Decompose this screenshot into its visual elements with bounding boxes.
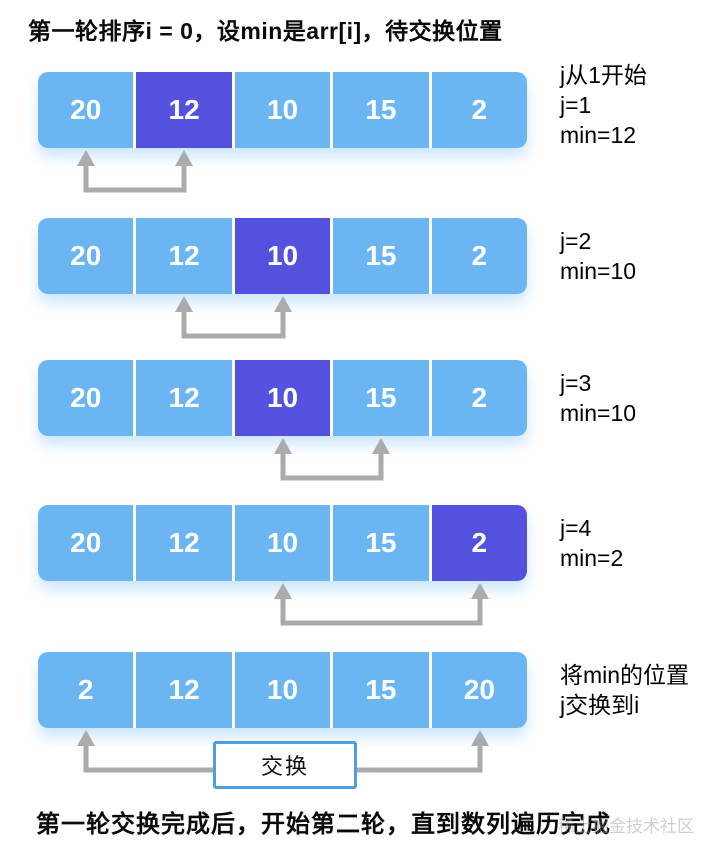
comparison-arrow [77, 150, 193, 193]
step-note-line: j交换到i [560, 692, 640, 718]
arrowhead-up-icon [372, 438, 390, 454]
array-cell: 20 [38, 218, 134, 294]
array-cell: 2 [38, 652, 134, 728]
array-cell: 2 [431, 218, 528, 294]
array-cell: 20 [38, 505, 134, 581]
step-note-line: min=2 [560, 545, 624, 571]
array-cell: 15 [333, 218, 429, 294]
arrowhead-up-icon [471, 730, 489, 746]
arrowhead-up-icon [274, 583, 292, 599]
array-cell-highlighted: 2 [431, 505, 528, 581]
array-cell: 15 [333, 652, 429, 728]
step-note: j从1开始 j=1 min=12 [560, 60, 647, 150]
step-note: j=2 min=10 [560, 226, 636, 286]
array-cell: 10 [234, 72, 331, 148]
arrowhead-up-icon [274, 296, 292, 312]
array-cell: 20 [38, 72, 134, 148]
step-note: 将min的位置 j交换到i [560, 660, 689, 720]
step-note-line: 将min的位置 [560, 662, 690, 688]
array-cell-highlighted: 10 [234, 360, 331, 436]
array-cell: 10 [234, 652, 331, 728]
step-note-line: min=10 [560, 258, 637, 284]
arrowhead-up-icon [175, 296, 193, 312]
step-note-line: j=3 [560, 370, 592, 396]
arrowhead-up-icon [77, 150, 95, 166]
arrowhead-up-icon [77, 730, 95, 746]
step-note-line: min=12 [560, 122, 637, 148]
step-note-line: j=4 [560, 515, 592, 541]
array-cell: 15 [333, 505, 429, 581]
comparison-arrow [274, 583, 489, 626]
array-cell: 15 [333, 72, 429, 148]
step-note-line: min=10 [560, 400, 637, 426]
arrowhead-up-icon [175, 150, 193, 166]
step-note-line: j=2 [560, 228, 592, 254]
comparison-arrow [175, 296, 292, 339]
swap-label-box: 交换 [213, 741, 357, 789]
array-cell-highlighted: 12 [136, 72, 232, 148]
array-cell: 20 [38, 360, 134, 436]
arrowhead-up-icon [471, 583, 489, 599]
step-note-line: j=1 [560, 92, 592, 118]
array-cell: 10 [234, 505, 331, 581]
array-cell: 12 [136, 652, 232, 728]
array-cell-highlighted: 10 [234, 218, 331, 294]
watermark: 稀土掘金技术社区 [558, 817, 694, 836]
array-cell: 15 [333, 360, 429, 436]
array-cell: 2 [431, 72, 528, 148]
page-title: 第一轮排序i = 0，设min是arr[i]，待交换位置 [28, 18, 503, 44]
step-note-line: j从1开始 [560, 62, 647, 88]
step-note: j=3 min=10 [560, 368, 636, 428]
array-cell: 2 [431, 360, 528, 436]
array-cell: 12 [136, 505, 232, 581]
comparison-arrow [274, 438, 390, 481]
array-cell: 20 [431, 652, 528, 728]
array-cell: 12 [136, 360, 232, 436]
arrowhead-up-icon [274, 438, 292, 454]
array-cell: 12 [136, 218, 232, 294]
step-note: j=4 min=2 [560, 513, 623, 573]
footer-text: 第一轮交换完成后，开始第二轮，直到数列遍历完成 [36, 811, 611, 838]
